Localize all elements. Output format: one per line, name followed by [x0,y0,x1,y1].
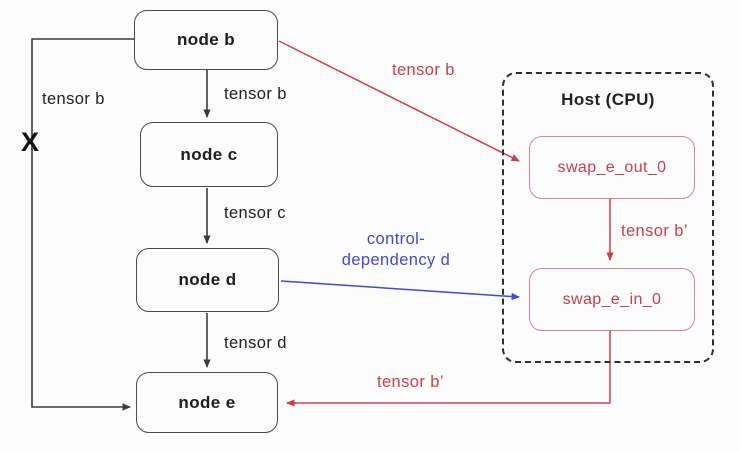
label-tensor-c: tensor c [224,204,286,222]
node-e-label: node e [178,392,236,412]
swap-e-in-0-node: swap_e_in_0 [529,268,695,331]
label-control-dependency-line2: dependency d [341,251,451,269]
host-cpu-group: Host (CPU) swap_e_out_0 swap_e_in_0 [502,72,714,363]
edge-node-b-to-swap-e-out [278,40,520,162]
swap-e-out-0-node: swap_e_out_0 [529,136,695,199]
swap-e-out-0-label: swap_e_out_0 [557,158,667,176]
node-d-label: node d [178,270,237,289]
swap-e-in-0-label: swap_e_in_0 [562,290,662,308]
label-tensor-b-left: tensor b [42,90,105,108]
label-control-dependency-line1: control- [366,230,426,248]
label-tensor-b-prime-upper: tensor b’ [621,222,688,240]
node-c: node c [140,122,278,187]
label-tensor-b-prime-lower: tensor b’ [377,373,444,391]
host-cpu-title: Host (CPU) [561,90,655,109]
node-b: node b [134,10,278,70]
label-control-dependency: control- dependency d [325,229,467,271]
node-d: node d [136,248,279,312]
label-tensor-d: tensor d [224,334,287,352]
label-tensor-b-red: tensor b [392,61,455,79]
label-tensor-b-mid: tensor b [224,85,287,103]
edge-cut-x-mark: X [21,127,40,157]
edge-node-d-to-swap-e-in-control [280,280,520,301]
node-c-label: node c [180,144,238,164]
node-e: node e [136,372,278,433]
node-b-label: node b [176,30,236,49]
